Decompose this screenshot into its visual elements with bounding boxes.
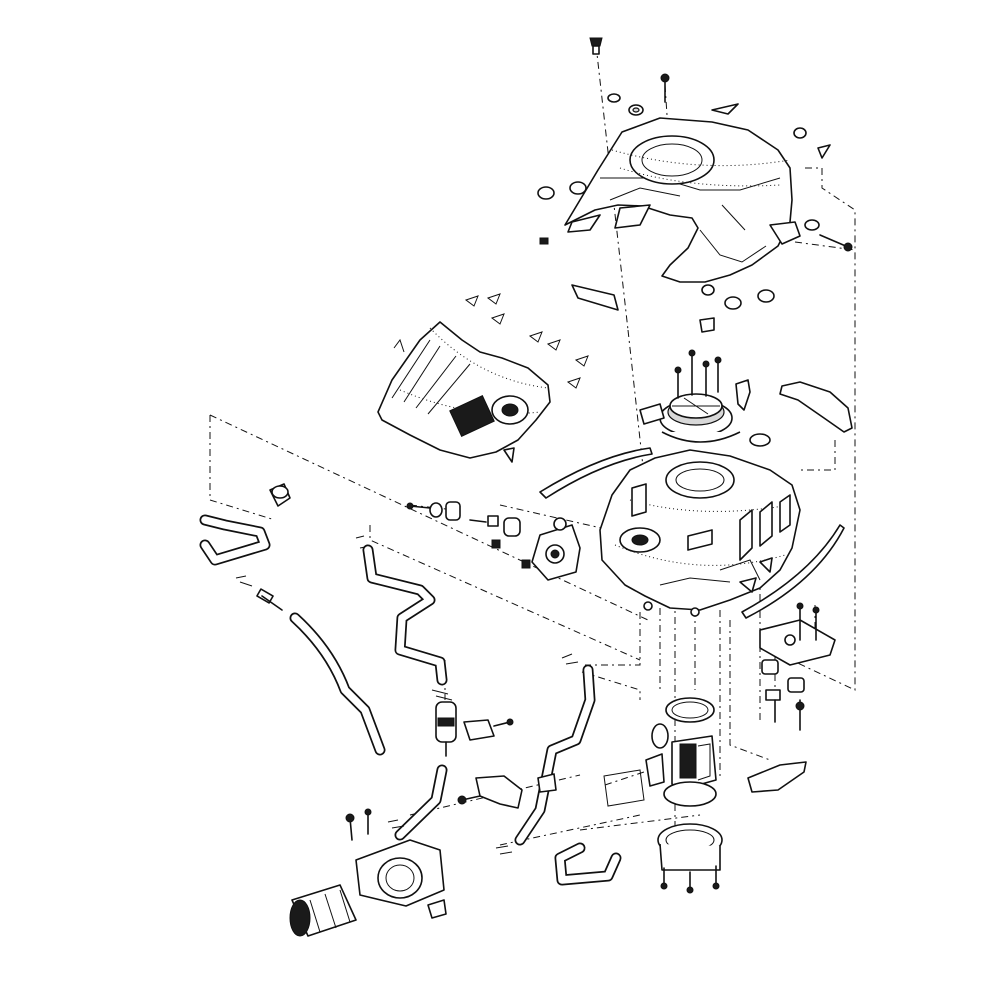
side-cover-clips (464, 293, 589, 389)
tank-side-cover-left (377, 321, 551, 463)
side-trim-strip (539, 447, 845, 619)
emblem (747, 761, 807, 793)
tank-cover-top (564, 103, 831, 283)
fuel-tank (599, 449, 801, 617)
top-cover-fasteners (537, 37, 853, 333)
hose-bracket (554, 842, 622, 886)
fuel-filter (435, 701, 514, 757)
tank-pad (749, 381, 853, 447)
fuel-cap-assembly (639, 349, 751, 443)
tank-bracket (406, 501, 836, 731)
breather-hose (199, 483, 386, 756)
fuel-pump-bracket-ring (657, 823, 723, 894)
canister (289, 808, 447, 937)
fuel-pump-gasket (665, 697, 715, 723)
drain-hose (355, 535, 453, 701)
fuel-pump-assembly (603, 723, 717, 807)
fuel-hose (394, 653, 596, 855)
